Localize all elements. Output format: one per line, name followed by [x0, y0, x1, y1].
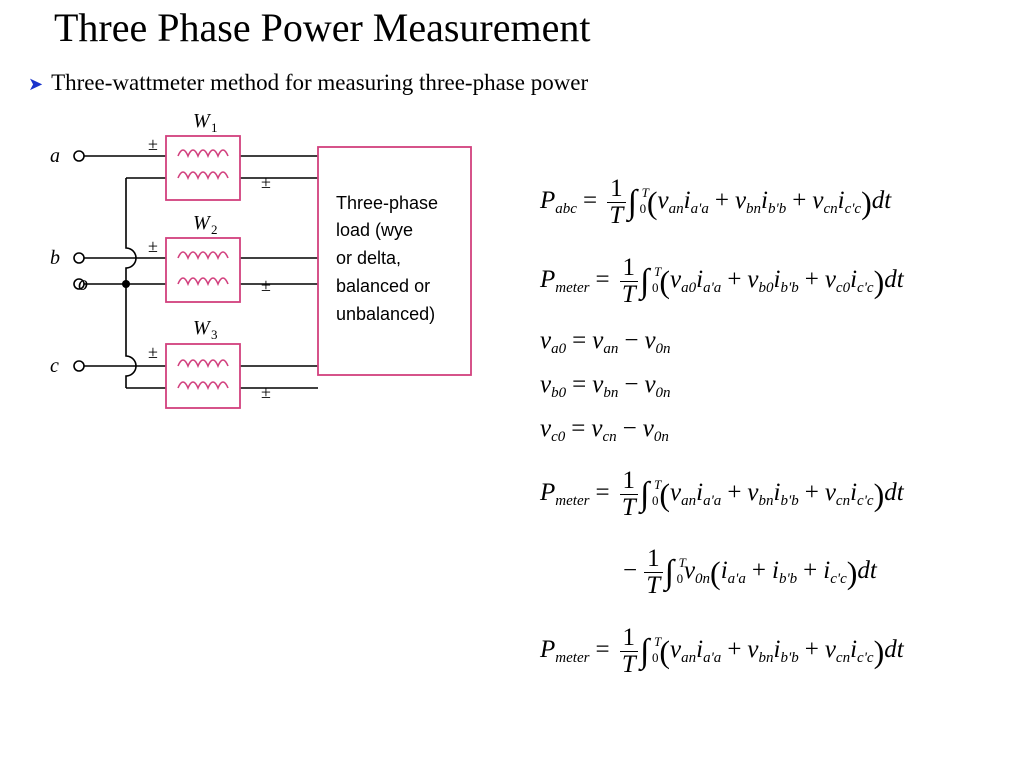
load-label-line: balanced or — [336, 276, 430, 296]
equation-v-b0: vb0=vbn−v0n — [540, 371, 671, 401]
equation-v-c0: vc0=vcn−v0n — [540, 415, 669, 445]
coil-icon — [177, 171, 229, 181]
polarity-mark: ± — [261, 382, 271, 402]
wattmeter-2-subscript: 2 — [211, 222, 218, 237]
terminal-label-b: b — [50, 247, 60, 269]
slide-title: Three Phase Power Measurement — [54, 5, 591, 50]
terminal-o — [73, 278, 85, 290]
polarity-mark: ± — [148, 342, 158, 362]
wattmeter-1-subscript: 1 — [211, 120, 218, 135]
load-label-line: Three-phase — [336, 193, 438, 213]
polarity-mark: ± — [261, 275, 271, 295]
junction-dot — [122, 280, 130, 288]
load-box — [317, 146, 472, 376]
terminal-c — [73, 360, 85, 372]
voltage-bus — [125, 178, 137, 388]
coil-icon — [177, 381, 229, 391]
wattmeter-1-box — [165, 135, 241, 201]
wattmeter-2-label: W — [193, 212, 212, 234]
wattmeter-3-box — [165, 343, 241, 409]
wattmeter-3-label: W — [193, 317, 212, 339]
coil-icon — [177, 359, 229, 369]
wattmeter-1-label: W — [193, 110, 212, 132]
polarity-mark: ± — [148, 236, 158, 256]
coil-icon — [177, 251, 229, 261]
arrow-bullet-icon: ➤ — [28, 74, 44, 94]
terminal-b — [73, 252, 85, 264]
wattmeter-3-subscript: 3 — [211, 327, 218, 342]
coil-icon — [177, 149, 229, 159]
terminal-label-o: o — [78, 273, 88, 295]
bullet-text: Three-wattmeter method for measuring thr… — [51, 70, 589, 95]
terminal-a — [73, 150, 85, 162]
load-label-line: or delta, — [336, 248, 401, 268]
bullet-item: ➤ Three-wattmeter method for measuring th… — [28, 68, 588, 99]
polarity-mark: ± — [261, 172, 271, 192]
terminal-label-c: c — [50, 355, 59, 377]
load-label-line: load (wye — [336, 220, 413, 240]
equation-v-a0: va0=van−v0n — [540, 327, 671, 357]
polarity-mark: ± — [148, 134, 158, 154]
terminal-label-a: a — [50, 145, 60, 167]
coil-icon — [177, 277, 229, 287]
load-label-line: unbalanced) — [336, 304, 435, 324]
wattmeter-2-box — [165, 237, 241, 303]
